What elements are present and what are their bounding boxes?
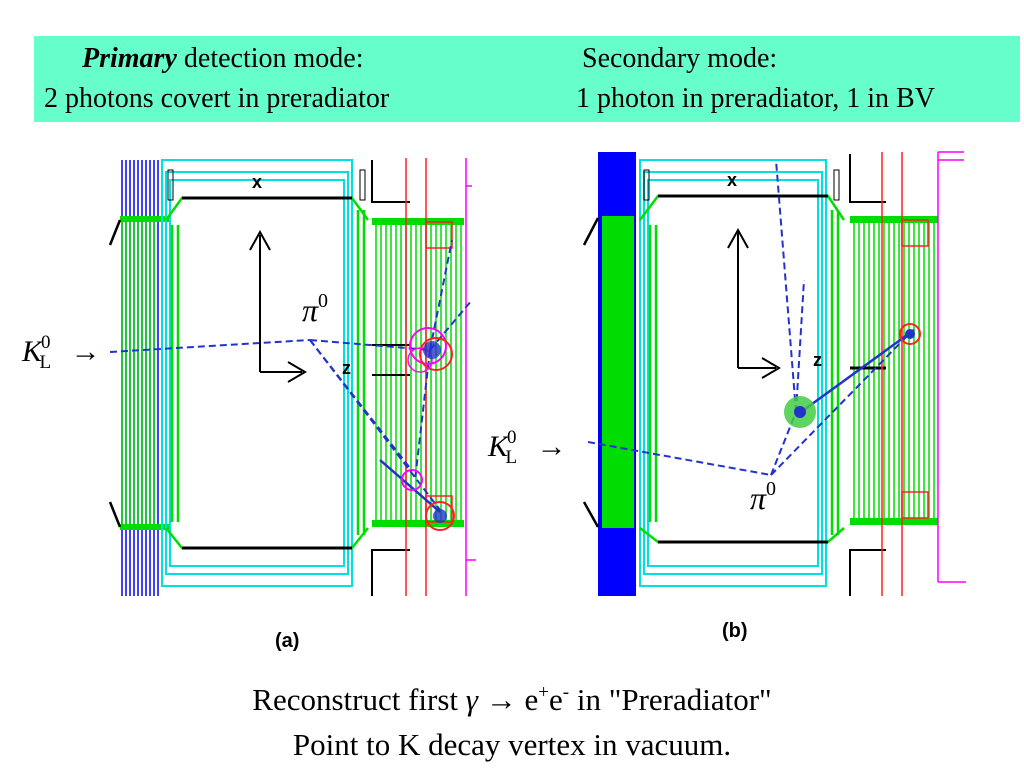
shower-cluster-b-bv xyxy=(784,396,816,428)
beam-arrow-a: → xyxy=(70,335,101,368)
panel-b-caption: (b) xyxy=(722,620,748,642)
beam-arrow-b: → xyxy=(536,430,567,463)
upstream-module-b xyxy=(602,216,634,528)
detector-panel-b xyxy=(582,150,966,600)
upstream-module-a xyxy=(121,220,155,530)
barrel-veto-a xyxy=(121,160,159,596)
primary-mode-description: 2 photons covert in preradiator xyxy=(44,83,390,114)
secondary-mode-description: 1 photon in preradiator, 1 in BV xyxy=(576,83,935,114)
x-axis-label-a: x xyxy=(252,172,263,192)
shower-cluster-b-preradiator xyxy=(899,323,921,345)
tracks-a xyxy=(109,239,473,511)
green-vessel-b xyxy=(639,194,846,544)
primary-mode-title: Primary detection mode: xyxy=(82,44,364,74)
detector-panel-a xyxy=(108,150,480,600)
primary-mode-rest: detection mode: xyxy=(183,43,364,74)
axes-arrows-b xyxy=(727,227,781,379)
pion-label-b: π0 xyxy=(750,478,777,516)
shower-cluster-a-upper xyxy=(407,327,453,373)
footer-line-1: Reconstruct first γ → e+e- in "Preradiat… xyxy=(252,682,772,717)
tracks-b xyxy=(587,159,912,476)
primary-word: Primary xyxy=(82,43,177,74)
detector-drawing-b xyxy=(582,151,966,596)
z-axis-label-a: z xyxy=(342,358,351,378)
cyan-vessel-b xyxy=(639,159,827,587)
z-axis-label-b: z xyxy=(813,350,822,370)
kaon-label-a: K0L → xyxy=(22,332,101,373)
secondary-mode-title: Secondary mode: xyxy=(582,43,778,74)
cyan-vessel-a xyxy=(161,159,353,587)
detector-drawing-a xyxy=(108,158,476,596)
pion-label-a: π0 xyxy=(302,290,329,328)
magenta-outline-b xyxy=(937,151,966,583)
preradiator-b xyxy=(853,222,935,522)
panel-a-caption: (a) xyxy=(275,630,300,652)
kaon-label-b: K0L → xyxy=(488,427,567,468)
axes-arrows-a xyxy=(249,229,307,383)
footer-line-2: Point to K decay vertex in vacuum. xyxy=(292,727,732,762)
gamma-symbol: γ xyxy=(465,682,478,717)
magenta-outline-a xyxy=(465,158,476,596)
x-axis-label-b: x xyxy=(727,170,738,190)
detection-mode-banner: Primary detection mode: 2 photons covert… xyxy=(34,36,1020,122)
shower-cluster-a-lower xyxy=(401,469,455,531)
red-outline-b xyxy=(881,152,929,596)
